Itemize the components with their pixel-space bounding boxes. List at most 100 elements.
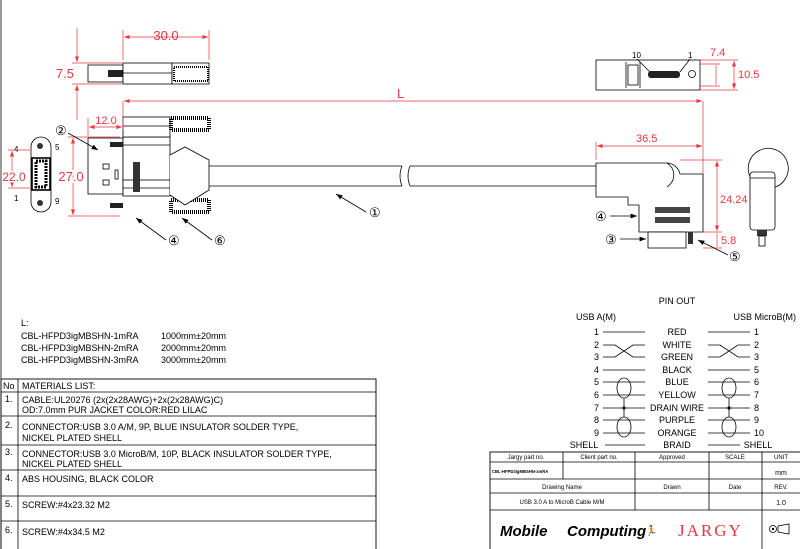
svg-text:CONNECTOR:USB 3.0 A/M, 9P, BLU: CONNECTOR:USB 3.0 A/M, 9P, BLUE INSULATO… <box>22 422 298 432</box>
microb-front-view <box>595 162 704 249</box>
pinout-microb-pin: 10 <box>754 428 764 438</box>
svg-text:4.: 4. <box>5 473 13 483</box>
pin-label: 10 <box>632 51 641 60</box>
svg-text:5.: 5. <box>5 499 13 509</box>
title-block: Jargy part no. Client part no. Approved … <box>489 451 800 549</box>
projection-symbol-icon <box>769 523 790 535</box>
callout-3: ③ <box>605 232 617 247</box>
svg-text:2000mm±20mm: 2000mm±20mm <box>161 343 226 353</box>
svg-text:No: No <box>3 381 15 391</box>
junction-dot <box>622 406 626 410</box>
pin-label: 5 <box>55 143 60 152</box>
svg-text:Drawing Name: Drawing Name <box>542 485 582 491</box>
usb-a-front-view <box>87 116 211 214</box>
pinout-wire-color: BRAID <box>663 440 691 450</box>
pin-label: 1 <box>688 51 693 60</box>
length-list: L: CBL-HFPD3igMBSHN-1mRA 1000mm±20mm CBL-… <box>21 318 226 365</box>
dim-mb-plug: 5.8 <box>721 235 736 247</box>
svg-text:JARGY: JARGY <box>678 521 743 540</box>
company-logo: Mobile Computing 🏃 JARGY <box>500 521 743 540</box>
dim-a-height: 7.5 <box>56 66 74 81</box>
svg-text:MATERIALS LIST:: MATERIALS LIST: <box>22 381 95 391</box>
pinout-microb-pin: 6 <box>754 377 759 387</box>
pin-label: 9 <box>55 197 60 206</box>
svg-text:mm: mm <box>775 470 787 477</box>
materials-table: No MATERIALS LIST: 1. CABLE:UL20276 (2x(2… <box>0 378 377 549</box>
pinout-microb-pin: SHELL <box>744 440 773 450</box>
pinout-usb-a-pin: 4 <box>594 365 599 375</box>
microb-side-view <box>747 147 789 247</box>
svg-text:🏃: 🏃 <box>645 524 657 537</box>
svg-text:USB MicroB(M): USB MicroB(M) <box>734 312 797 322</box>
drawing-name: USB 3.0 A to MicroB Cable M/M <box>519 500 604 506</box>
pinout-microb-pin: 8 <box>754 403 759 413</box>
microb-top-view: 10 1 <box>595 51 701 91</box>
dim-mb-height-body: 24.24 <box>720 194 748 206</box>
svg-text:OD:7.0mm PUR JACKET COLOR:RED: OD:7.0mm PUR JACKET COLOR:RED LILAC <box>22 405 208 415</box>
pinout-usb-a-pin: 7 <box>594 403 599 413</box>
svg-text:NICKEL PLATED SHELL: NICKEL PLATED SHELL <box>22 433 122 443</box>
callout-2: ② <box>55 123 67 138</box>
pinout-microb-pin: 5 <box>754 365 759 375</box>
pinout-usb-a-pin: 6 <box>594 390 599 400</box>
svg-text:CBL-HFPD3igMBSHN-1mRA: CBL-HFPD3igMBSHN-1mRA <box>21 331 139 341</box>
svg-text:CONNECTOR:USB 3.0 MicroB/M, 10: CONNECTOR:USB 3.0 MicroB/M, 10P, BLACK I… <box>22 449 332 459</box>
dim-a-width: 30.0 <box>153 28 178 43</box>
svg-text:SCREW:#4x34.5 M2: SCREW:#4x34.5 M2 <box>22 527 105 537</box>
svg-text:NICKEL PLATED SHELL: NICKEL PLATED SHELL <box>22 459 122 469</box>
callout-1: ① <box>369 205 381 220</box>
dim-a-end: 22.0 <box>2 170 26 184</box>
pinout-wire-color: WHITE <box>663 340 692 350</box>
cable <box>209 165 596 187</box>
jargy-part-number: CBL-HFPD3igMBSHN-xmRA <box>492 469 548 474</box>
svg-text:USB A(M): USB A(M) <box>576 312 616 322</box>
dim-length: L <box>397 86 404 101</box>
pin-label: 1 <box>14 194 19 203</box>
callout-6: ⑥ <box>214 233 226 248</box>
pinout-usb-a-pin: 2 <box>594 340 599 350</box>
svg-text:CABLE:UL20276 (2x(2x28AWG)+2x(: CABLE:UL20276 (2x(2x28AWG)+2x(2x28AWG)C) <box>22 395 223 405</box>
svg-text:CBL-HFPD3igMBSHN-2mRA: CBL-HFPD3igMBSHN-2mRA <box>21 343 139 353</box>
dim-mb-length: 36.5 <box>636 133 657 145</box>
dim-plug: 12.0 <box>95 115 116 127</box>
pinout-wire-color: BLUE <box>665 377 689 387</box>
pinout-wire-color: RED <box>667 327 687 337</box>
pinout-wire-color: DRAIN WIRE <box>650 403 704 413</box>
svg-text:PIN OUT: PIN OUT <box>659 296 696 306</box>
svg-text:SCALE: SCALE <box>725 455 745 461</box>
pinout-microb-pin: 2 <box>754 340 759 350</box>
junction-dot <box>727 406 731 410</box>
svg-text:L:: L: <box>21 318 29 328</box>
pinout-wire-color: BLACK <box>662 365 692 375</box>
svg-text:1.0: 1.0 <box>776 500 786 507</box>
svg-text:ABS HOUSING, BLACK COLOR: ABS HOUSING, BLACK COLOR <box>22 474 154 484</box>
svg-text:1.: 1. <box>5 394 13 404</box>
dim-a-front: 27.0 <box>58 169 83 184</box>
callout-4: ④ <box>168 233 180 248</box>
svg-text:1000mm±20mm: 1000mm±20mm <box>161 331 226 341</box>
pinout-wire-color: ORANGE <box>657 428 696 438</box>
svg-text:2.: 2. <box>5 420 13 430</box>
svg-text:Approved: Approved <box>659 455 685 461</box>
svg-text:3000mm±20mm: 3000mm±20mm <box>161 355 226 365</box>
pinout-usb-a-pin: 8 <box>594 415 599 425</box>
pinout-wire-color: GREEN <box>661 352 693 362</box>
dim-mb-width: 7.4 <box>710 47 725 59</box>
svg-text:CBL-HFPD3igMBSHN-3mRA: CBL-HFPD3igMBSHN-3mRA <box>21 355 139 365</box>
pinout-usb-a-pin: SHELL <box>570 440 599 450</box>
pinout-usb-a-pin: 5 <box>594 377 599 387</box>
pinout-microb-pin: 3 <box>754 352 759 362</box>
usb-a-top-view <box>87 62 210 85</box>
svg-text:REV.: REV. <box>774 485 788 491</box>
pinout-microb-pin: 9 <box>754 415 759 425</box>
pinout-usb-a-pin: 9 <box>594 428 599 438</box>
pinout-microb-pin: 7 <box>754 390 759 400</box>
pin-label: 4 <box>14 145 19 154</box>
pinout-wire-color: PURPLE <box>659 415 695 425</box>
pinout-wire-color: YELLOW <box>658 390 696 400</box>
svg-text:Date: Date <box>729 485 742 491</box>
usb-a-end-view: 4 5 1 9 <box>14 136 60 213</box>
svg-text:Client part no.: Client part no. <box>580 455 618 461</box>
svg-text:Mobile: Mobile <box>500 523 548 540</box>
